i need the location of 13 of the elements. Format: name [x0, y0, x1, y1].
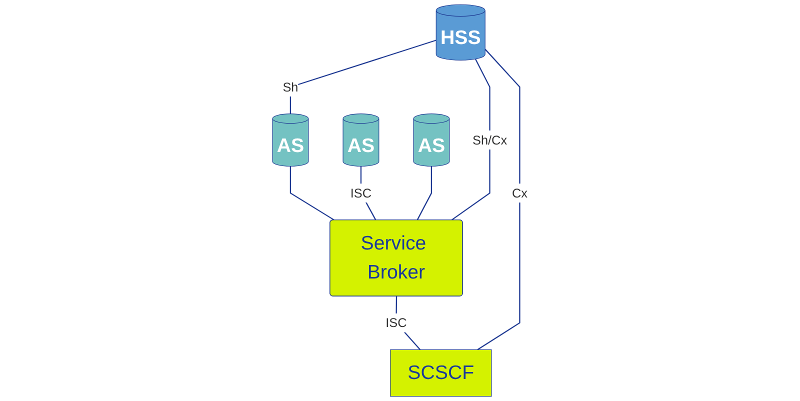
connector — [360, 166, 376, 220]
connector — [290, 166, 335, 221]
node-box: SCSCF — [390, 349, 492, 397]
connector — [290, 40, 436, 114]
connector — [451, 58, 490, 221]
edge-label: Sh — [282, 80, 298, 94]
connector — [477, 48, 520, 350]
edge-label: Cx — [512, 186, 528, 200]
connector — [416, 166, 432, 220]
connector — [396, 296, 421, 350]
edge-label: ISC — [350, 186, 372, 200]
edge-label: Sh/Cx — [472, 132, 508, 148]
edge-label: ISC — [386, 316, 407, 330]
